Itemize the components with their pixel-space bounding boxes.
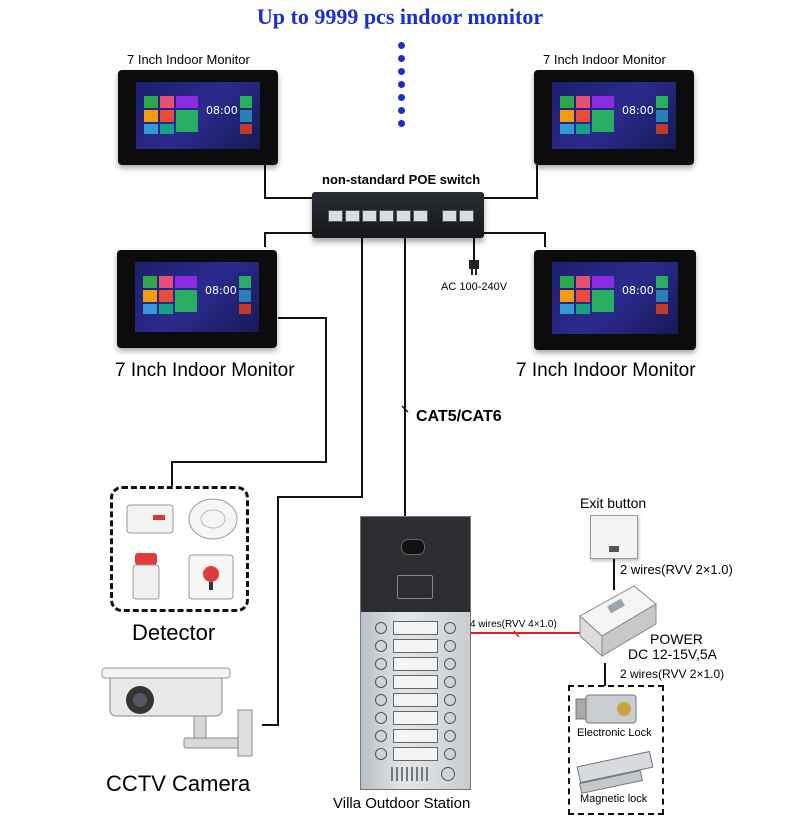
monitor-label-top-right: 7 Inch Indoor Monitor (543, 52, 666, 67)
cctv-camera-icon (101, 667, 253, 757)
diagram-title: Up to 9999 pcs indoor monitor (256, 4, 544, 29)
smoke-detector-icon (188, 498, 238, 540)
monitor-icon: 08:00 (117, 250, 277, 348)
lock-icons (575, 694, 654, 794)
gas-detector-icon (126, 504, 174, 534)
power-label: POWER (650, 631, 703, 647)
alarm-siren-icon (132, 553, 160, 600)
outdoor-station-icon (360, 516, 471, 790)
wire-monitor-top-right (482, 165, 538, 199)
plug-icon (469, 260, 479, 275)
camera-label: CCTV Camera (106, 771, 251, 796)
monitor-label-mid-right: 7 Inch Indoor Monitor (516, 360, 696, 381)
poe-switch-icon (312, 192, 484, 238)
wire-camera (262, 238, 363, 726)
wire-monitor-mid-left (264, 232, 318, 247)
cable-label: CAT5/CAT6 (416, 408, 502, 425)
ellipsis-dots (398, 42, 406, 133)
wire-monitor-top-left (264, 165, 318, 199)
electronic-lock-label: Electronic Lock (577, 727, 652, 739)
wires-station-label: 4 wires(RVV 4×1.0) (470, 619, 557, 630)
power-supply-icon (579, 585, 657, 658)
lock-group (568, 685, 664, 815)
monitor-label-top-left: 7 Inch Indoor Monitor (127, 52, 250, 67)
wire-detector (171, 317, 327, 486)
switch-label: non-standard POE switch (322, 172, 481, 187)
detector-label: Detector (132, 620, 216, 645)
monitor-icon: 08:00 (118, 70, 278, 165)
detector-icons (126, 498, 238, 600)
wires-lock-label: 2 wires(RVV 2×1.0) (620, 667, 725, 681)
exit-button-icon (590, 515, 638, 559)
exit-button-label: Exit button (580, 495, 647, 511)
emergency-button-icon (188, 554, 234, 600)
detector-group (110, 486, 249, 612)
magnetic-lock-label: Magnetic lock (580, 793, 648, 805)
monitor-label-mid-left: 7 Inch Indoor Monitor (115, 360, 295, 381)
electronic-lock-icon (575, 694, 637, 724)
wires-exit-label: 2 wires(RVV 2×1.0) (620, 562, 733, 577)
station-label: Villa Outdoor Station (333, 795, 471, 812)
power-spec-label: DC 12-15V,5A (628, 646, 717, 662)
monitor-icon: 08:00 (534, 70, 694, 165)
power-input-label: AC 100-240V (441, 281, 508, 293)
monitor-icon: 08:00 (534, 250, 696, 350)
magnetic-lock-icon (576, 750, 654, 794)
wire-monitor-mid-right (482, 232, 546, 247)
